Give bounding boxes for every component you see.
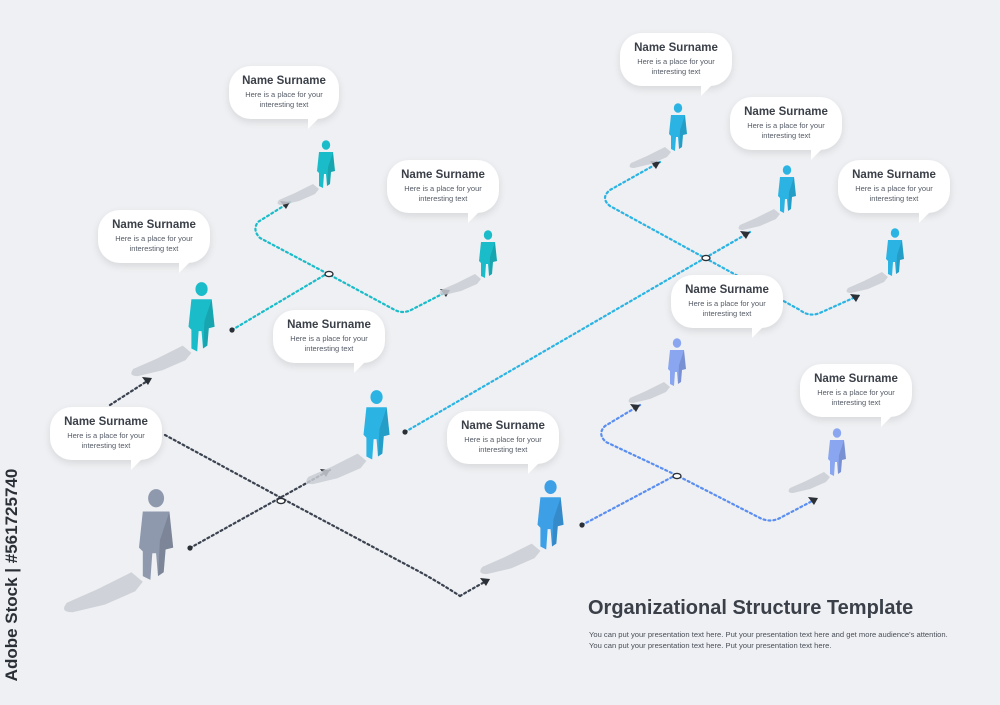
figure-body bbox=[363, 407, 390, 460]
figure-body-shade bbox=[679, 115, 687, 149]
figure-body bbox=[188, 299, 215, 352]
page-title: Organizational Structure Template bbox=[588, 597, 914, 619]
figure-head bbox=[890, 228, 900, 238]
person-text: Here is a place for your interesting tex… bbox=[747, 121, 825, 140]
figure-shadow bbox=[439, 274, 481, 295]
figure-body bbox=[886, 240, 904, 276]
person-name: Name Surname bbox=[112, 219, 196, 231]
figure-body bbox=[778, 177, 796, 213]
figure-head bbox=[148, 489, 165, 508]
person-name: Name Surname bbox=[685, 284, 769, 296]
figure-body-shade bbox=[327, 152, 335, 186]
figure-body bbox=[479, 242, 497, 278]
person-text: Here is a place for your interesting tex… bbox=[637, 57, 715, 76]
person-name: Name Surname bbox=[852, 169, 936, 181]
figure-head bbox=[321, 140, 331, 150]
figure-body bbox=[828, 440, 846, 476]
figure-shadow bbox=[480, 543, 541, 575]
figure-body-shade bbox=[678, 350, 686, 384]
figure-shadow bbox=[738, 209, 780, 230]
figure-head bbox=[832, 428, 842, 438]
person-text: Here is a place for your interesting tex… bbox=[290, 334, 368, 353]
stock-watermark: Adobe Stock | #561725740 bbox=[2, 468, 22, 682]
person-text: Here is a place for your interesting tex… bbox=[245, 90, 323, 109]
bubble-mid-left: Name Surname Here is a place for your in… bbox=[98, 210, 210, 273]
person-figure-right-bottom bbox=[788, 428, 846, 493]
person-figure-center bbox=[306, 390, 390, 485]
bubble-top-mid: Name Surname Here is a place for your in… bbox=[387, 160, 499, 223]
figure-shadow bbox=[788, 472, 830, 493]
person-text: Here is a place for your interesting tex… bbox=[464, 435, 542, 454]
figure-head bbox=[544, 480, 557, 495]
bubble-right-1: Name Surname Here is a place for your in… bbox=[838, 160, 950, 223]
figure-body-shade bbox=[896, 240, 904, 274]
bubble-top-left: Name Surname Here is a place for your in… bbox=[229, 66, 339, 129]
figure-head bbox=[782, 165, 792, 175]
person-name: Name Surname bbox=[64, 416, 148, 428]
figure-body bbox=[139, 511, 174, 580]
watermark-text: Adobe Stock | #561725740 bbox=[2, 468, 21, 682]
figure-shadow bbox=[628, 382, 670, 403]
person-text: Here is a place for your interesting tex… bbox=[688, 299, 766, 318]
connector-lines-gray bbox=[108, 376, 492, 598]
page-description: You can put your presentation text here.… bbox=[589, 630, 948, 650]
figure-body-shade bbox=[788, 177, 796, 211]
end-dots bbox=[187, 327, 585, 551]
figure-body-shade bbox=[203, 299, 215, 349]
person-name: Name Surname bbox=[744, 106, 828, 118]
person-figure-top-right-2 bbox=[738, 165, 796, 230]
bubble-top-right-2: Name Surname Here is a place for your in… bbox=[730, 97, 842, 160]
figure-body-shade bbox=[838, 440, 846, 474]
person-figure-top-right-1 bbox=[629, 103, 687, 168]
person-figure-center-bottom bbox=[480, 480, 564, 575]
figure-body-shade bbox=[158, 511, 174, 577]
person-name: Name Surname bbox=[461, 420, 545, 432]
person-name: Name Surname bbox=[401, 169, 485, 181]
figure-head bbox=[673, 103, 683, 113]
bubble-ceo: Name Surname Here is a place for your in… bbox=[50, 407, 162, 470]
bubble-center-bottom: Name Surname Here is a place for your in… bbox=[447, 411, 559, 474]
figure-head bbox=[483, 230, 493, 240]
person-name: Name Surname bbox=[634, 42, 718, 54]
bubble-right-bottom: Name Surname Here is a place for your in… bbox=[800, 364, 912, 427]
person-figure-top-mid bbox=[439, 230, 497, 295]
person-figure-ceo bbox=[64, 489, 174, 613]
figure-body bbox=[668, 350, 686, 386]
figure-shadow bbox=[629, 147, 671, 168]
person-name: Name Surname bbox=[287, 319, 371, 331]
figure-body-shade bbox=[552, 497, 564, 547]
bubble-top-right-1: Name Surname Here is a place for your in… bbox=[620, 33, 732, 96]
person-text: Here is a place for your interesting tex… bbox=[115, 234, 193, 253]
person-text: Here is a place for your interesting tex… bbox=[817, 388, 895, 407]
person-figure-right-mid bbox=[628, 338, 686, 403]
figure-shadow bbox=[846, 272, 888, 293]
person-name: Name Surname bbox=[242, 75, 326, 87]
figure-body bbox=[317, 152, 335, 188]
connector-lines-blue bbox=[580, 403, 820, 527]
figure-body bbox=[669, 115, 687, 151]
figure-body-shade bbox=[489, 242, 497, 276]
figure-shadow bbox=[131, 345, 192, 377]
people-figures bbox=[64, 103, 904, 613]
junction-dots bbox=[276, 254, 711, 505]
bubble-center: Name Surname Here is a place for your in… bbox=[273, 310, 385, 373]
figure-shadow bbox=[64, 572, 143, 613]
person-text: Here is a place for your interesting tex… bbox=[855, 184, 933, 203]
figure-body-shade bbox=[378, 407, 390, 457]
figure-head bbox=[370, 390, 383, 405]
figure-head bbox=[195, 282, 208, 297]
person-name: Name Surname bbox=[814, 373, 898, 385]
person-figure-right-1 bbox=[846, 228, 904, 293]
figure-body bbox=[537, 497, 564, 550]
person-text: Here is a place for your interesting tex… bbox=[67, 431, 145, 450]
person-text: Here is a place for your interesting tex… bbox=[404, 184, 482, 203]
person-figure-mid-left bbox=[131, 282, 215, 377]
person-figure-top-left bbox=[277, 140, 335, 205]
figure-shadow bbox=[306, 453, 367, 485]
figure-shadow bbox=[277, 184, 319, 205]
bubble-right-mid: Name Surname Here is a place for your in… bbox=[671, 275, 783, 338]
figure-head bbox=[672, 338, 682, 348]
